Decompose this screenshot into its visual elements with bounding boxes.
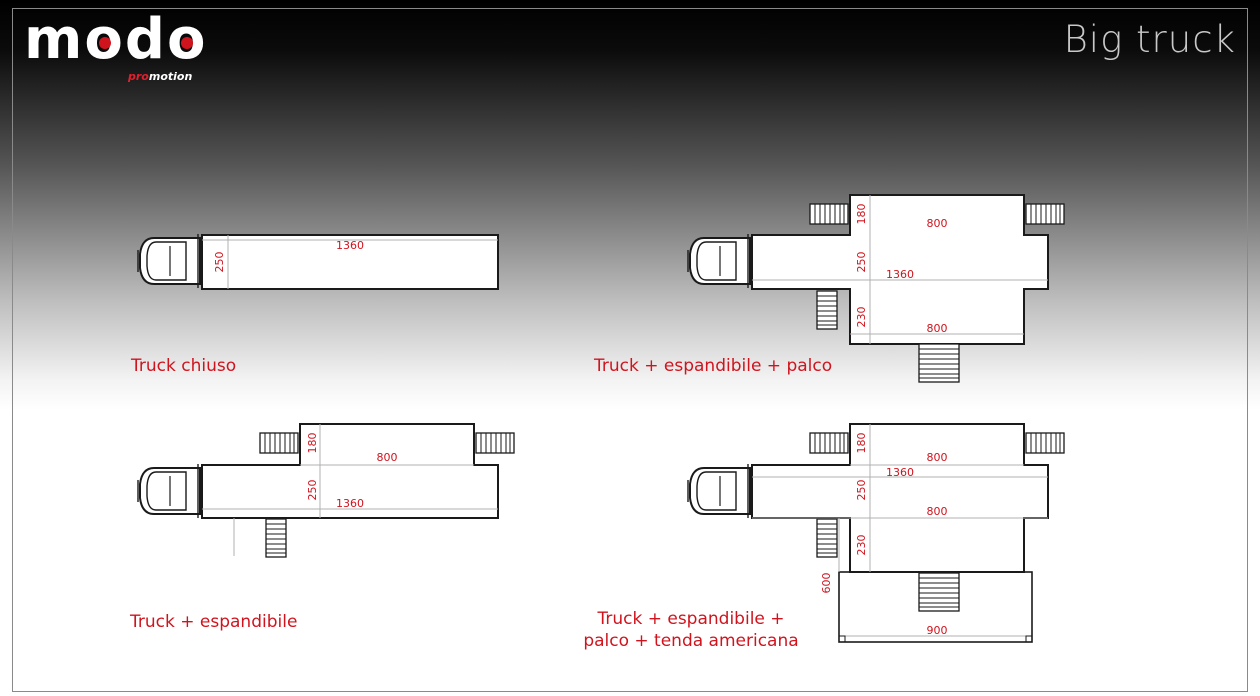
brand-logo: modo promotion (22, 12, 222, 90)
stairs-right-f (1025, 432, 1065, 454)
dim-closed-length: 1360 (336, 239, 364, 252)
dim-f-len-ext: 800 (927, 451, 948, 464)
dim-f-len-ext2: 800 (927, 505, 948, 518)
dim-es-len-ext: 800 (927, 217, 948, 230)
logo-tagline-motion: motion (148, 70, 193, 83)
layout-full: 800 180 1360 250 800 230 600 900 (687, 423, 1065, 643)
dim-f-top-ext: 180 (855, 433, 868, 454)
stairs-side-es (816, 290, 838, 330)
stage-stairs-f (918, 572, 960, 612)
dim-es-top-ext: 180 (855, 204, 868, 225)
stairs-left-e (259, 432, 299, 454)
layout-closed: 1360 250 (137, 233, 499, 290)
logo-tagline-pro: pro (128, 70, 149, 83)
stairs-left-es (809, 203, 849, 225)
layout-expand: 800 180 250 1360 (137, 423, 515, 558)
dim-f-tent-depth: 600 (820, 573, 833, 594)
caption-closed: Truck chiuso (131, 356, 237, 376)
truck-cab-full (687, 463, 751, 519)
caption-full: Truck + espandibile + palco + tenda amer… (566, 608, 816, 652)
stage-stairs-es (918, 343, 960, 383)
page-title: Big truck (1063, 18, 1236, 61)
truck-cab-expand (137, 463, 201, 519)
dim-es-bottom-ext: 230 (855, 307, 868, 328)
layout-expand-stage: 800 180 250 1360 230 800 (687, 194, 1065, 383)
dim-es-width: 250 (855, 252, 868, 273)
dim-e-width: 250 (306, 480, 319, 501)
caption-full-line2: palco + tenda americana (583, 631, 799, 651)
stairs-right-es (1025, 203, 1065, 225)
dim-e-len-ext: 800 (377, 451, 398, 464)
dim-f-tent-width: 900 (927, 624, 948, 637)
caption-full-line1: Truck + espandibile + (597, 609, 785, 629)
floor-expand-stage (751, 194, 1049, 345)
caption-expand: Truck + espandibile (130, 612, 298, 632)
truck-cab-expand-stage (687, 233, 751, 289)
stairs-side-f (816, 518, 838, 558)
caption-expand-stage: Truck + espandibile + palco (594, 356, 833, 376)
logo-wordmark: modo (24, 12, 207, 68)
dim-es-len-ext2: 800 (927, 322, 948, 335)
floor-full (751, 423, 1049, 573)
dim-f-width: 250 (855, 480, 868, 501)
trailer-closed (201, 234, 499, 290)
logo-tagline: promotion (128, 70, 192, 83)
dim-es-len: 1360 (886, 268, 914, 281)
dim-e-len: 1360 (336, 497, 364, 510)
stairs-left-f (809, 432, 849, 454)
dim-f-len: 1360 (886, 466, 914, 479)
stairs-right-e (475, 432, 515, 454)
stairs-side-e (265, 518, 287, 558)
dim-e-top-ext: 180 (306, 433, 319, 454)
truck-cab-closed (137, 233, 201, 289)
dim-closed-width: 250 (213, 252, 226, 273)
dim-f-bottom-ext: 230 (855, 535, 868, 556)
